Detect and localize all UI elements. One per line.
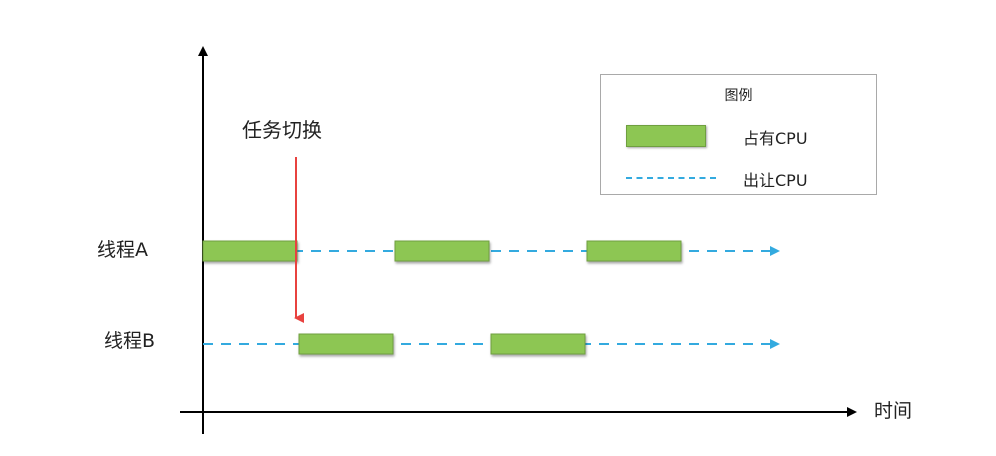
thread-b-occupy-bar-1 <box>298 333 394 355</box>
thread-a-label: 线程A <box>97 239 148 261</box>
occupy-cpu-bars <box>202 240 682 355</box>
legend-yield-cpu-label: 出让CPU <box>743 171 808 190</box>
thread-b-label: 线程B <box>104 330 156 352</box>
legend-title: 图例 <box>724 88 753 104</box>
thread-a-occupy-bar-3 <box>586 240 682 262</box>
task-switch-label: 任务切换 <box>242 118 322 142</box>
legend-yield-cpu-swatch <box>626 177 716 179</box>
legend-occupy-cpu-swatch <box>626 125 706 147</box>
thread-b-occupy-bar-2 <box>490 333 586 355</box>
time-axis-label: 时间 <box>874 400 913 422</box>
thread-a-occupy-bar-1 <box>202 240 298 262</box>
legend: 图例 占有CPU 出让CPU <box>600 74 877 195</box>
legend-occupy-cpu-label: 占有CPU <box>743 129 808 148</box>
yield-cpu-dashes <box>203 246 780 349</box>
thread-a-occupy-bar-2 <box>394 240 490 262</box>
